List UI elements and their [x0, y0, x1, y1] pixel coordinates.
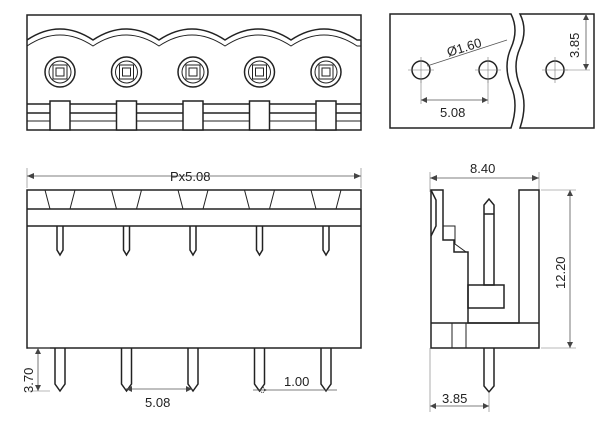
latch-tab-1 — [49, 100, 71, 131]
top-view-wave-edge — [26, 28, 361, 41]
pcb-piece-left — [389, 13, 516, 129]
pin-width-arrows — [258, 387, 267, 393]
screw-drive-recess — [188, 67, 198, 77]
screw-clamp — [467, 284, 505, 309]
contact-stub-3 — [189, 226, 197, 257]
screw-5 — [310, 56, 342, 88]
hole-offset-arrows — [583, 14, 589, 70]
screw-2 — [110, 56, 143, 88]
wire-entry-row — [44, 189, 342, 210]
solder-pin-5 — [320, 348, 332, 393]
top-view-wave-inner — [26, 34, 361, 47]
front-view: Px5.08 3.70 5.08 1.00 — [21, 168, 362, 410]
pin-offset-label: 3.85 — [442, 391, 467, 406]
screw-inner-ring — [115, 60, 138, 84]
latch-tab-3 — [182, 100, 204, 131]
wire-entry-3 — [177, 189, 209, 210]
screw-inner-ring — [314, 60, 338, 84]
side-height-label: 12.20 — [553, 256, 568, 289]
wire-entry-5 — [310, 189, 342, 210]
screw-4 — [243, 56, 276, 88]
contact-stub-1 — [56, 226, 64, 257]
contact-stub-5 — [322, 226, 330, 257]
latch-tab-2 — [115, 100, 138, 131]
contact-pin-lower — [483, 348, 495, 394]
wire-entry-4 — [243, 189, 276, 210]
screw-square-drive — [52, 64, 68, 80]
screw-row — [44, 56, 342, 88]
latch-tab-row — [49, 100, 337, 131]
solder-pin-1 — [54, 348, 66, 393]
latch-tab-5 — [315, 100, 337, 131]
wire-entry-2 — [110, 189, 143, 210]
housing-left-latch — [430, 189, 437, 237]
contact-pin-upper — [483, 197, 495, 286]
screw-square-drive — [318, 64, 334, 80]
screw-outer-ring — [177, 56, 209, 88]
screw-drive-recess — [55, 67, 65, 77]
screw-outer-ring — [44, 56, 76, 88]
screw-inner-ring — [248, 60, 271, 84]
screw-outer-ring — [310, 56, 342, 88]
screw-square-drive — [185, 64, 201, 80]
diameter-leader — [426, 39, 508, 67]
wire-entry-1 — [44, 189, 76, 210]
front-pin-row — [54, 226, 332, 393]
screw-drive-recess — [255, 67, 264, 77]
contact-stub-2 — [122, 226, 131, 257]
pin-width-label: 1.00 — [284, 374, 309, 389]
top-view — [26, 14, 362, 131]
screw-drive-recess — [122, 67, 131, 77]
pcb-piece-right — [515, 13, 595, 129]
hole-pattern-view: Ø1.60 5.08 3.85 — [389, 13, 595, 129]
screw-inner-ring — [181, 60, 205, 84]
screw-inner-ring — [48, 60, 72, 84]
screw-drive-recess — [321, 67, 331, 77]
pin-pitch-label: 5.08 — [145, 395, 170, 410]
solder-pin-4 — [253, 348, 266, 393]
diameter-label: Ø1.60 — [445, 35, 483, 60]
screw-3 — [177, 56, 209, 88]
pin-length-label: 3.70 — [21, 368, 36, 393]
screw-outer-ring — [110, 56, 143, 88]
side-view: 8.40 12.20 3.85 — [429, 161, 576, 412]
overall-length-label: Px5.08 — [170, 169, 210, 184]
solder-pin-2 — [120, 348, 133, 393]
front-view-body — [26, 189, 362, 349]
hole-offset-label: 3.85 — [567, 33, 582, 58]
hole-pitch-label: 5.08 — [440, 105, 465, 120]
side-width-label: 8.40 — [470, 161, 495, 176]
screw-1 — [44, 56, 76, 88]
pin-offset-arrows — [430, 403, 489, 409]
latch-tab-4 — [248, 100, 271, 131]
housing-latch-detail — [442, 190, 467, 253]
solder-pin-3 — [187, 348, 199, 393]
contact-stub-4 — [255, 226, 264, 257]
screw-square-drive — [119, 64, 134, 80]
screw-outer-ring — [243, 56, 276, 88]
screw-square-drive — [252, 64, 267, 80]
